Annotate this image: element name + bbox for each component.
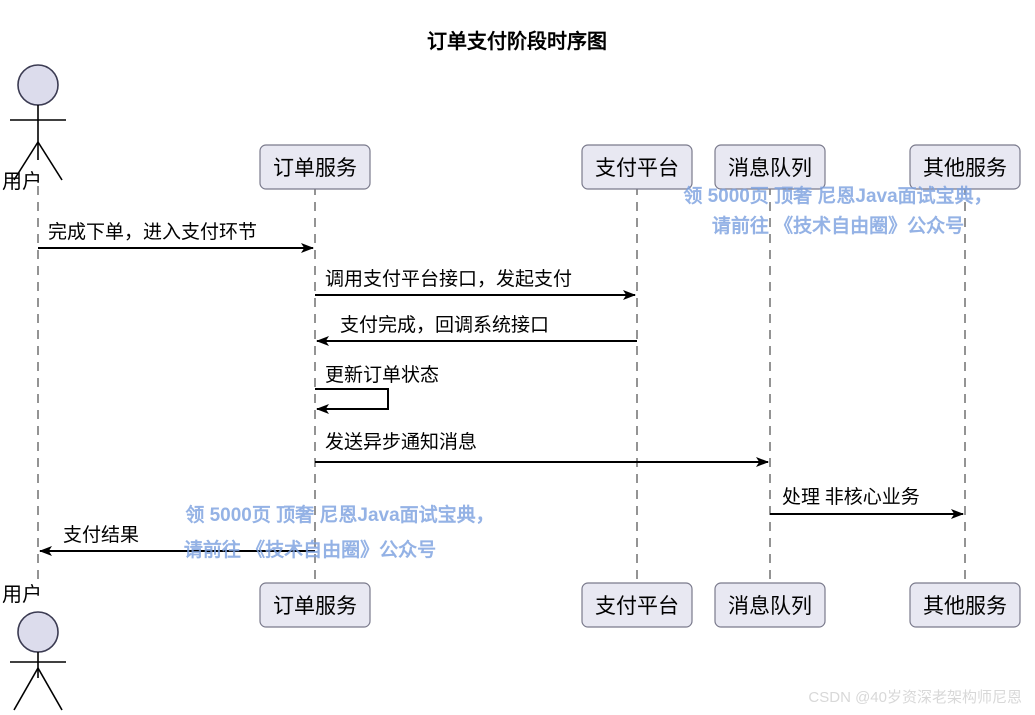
message-label: 完成下单，进入支付环节 [48,221,257,243]
actor-user-top: 用户 [2,64,66,193]
participant-mq-bottom[interactable]: 消息队列 [714,582,826,628]
participant-label-other-bottom: 其他服务 [923,594,1007,618]
watermark-promo-bottom: 领 5000页 顶奢 尼恩Java面试宝典， 请前往 《技术自由圈》公众号 [184,503,495,561]
participant-box[interactable] [581,582,693,628]
message-self-arrow [315,388,389,414]
watermark-promo-line2: 请前往 《技术自由圈》公众号 [712,214,964,237]
watermark-csdn-credit: CSDN @40岁资深老架构师尼恩 [808,689,1022,706]
watermark-promo-line2: 请前往 《技术自由圈》公众号 [184,538,436,561]
message-label: 支付完成，回调系统接口 [340,314,549,336]
participant-order-top[interactable]: 订单服务 [259,144,371,190]
participant-label-other-top: 其他服务 [923,156,1007,180]
watermark-promo-line1: 领 5000页 顶奢 尼恩Java面试宝典， [185,503,494,526]
participant-order-bottom[interactable]: 订单服务 [259,582,371,628]
participant-box[interactable] [714,144,826,190]
message-label: 更新订单状态 [325,364,439,386]
message-update-order-status: 更新订单状态 [315,364,439,414]
message-complete-order: 完成下单，进入支付环节 [38,221,314,253]
actor-leg-right-line [37,141,63,181]
actor-label-user-bottom: 用户 [2,583,42,606]
participant-mq-top[interactable]: 消息队列 [714,144,826,190]
participant-label-mq-top: 消息队列 [728,156,812,180]
participant-label-pay-top: 支付平台 [595,156,679,180]
actor-leg-left-line [13,667,39,711]
actor-head-icon [17,611,59,653]
participant-box[interactable] [909,582,1021,628]
participant-other-top[interactable]: 其他服务 [909,144,1021,190]
message-label: 处理 非核心业务 [782,486,920,508]
participant-label-order-bottom: 订单服务 [273,594,357,618]
message-handle-noncore-business: 处理 非核心业务 [770,486,964,519]
participant-box[interactable] [259,144,371,190]
message-label: 发送异步通知消息 [325,431,477,453]
participant-box[interactable] [259,582,371,628]
participant-label-pay-bottom: 支付平台 [595,594,679,618]
actor-label-user-top: 用户 [2,170,42,193]
actor-head-icon [17,64,59,106]
page-title: 订单支付阶段时序图 [427,29,607,53]
participant-label-order-top: 订单服务 [273,156,357,180]
participant-label-mq-bottom: 消息队列 [728,594,812,618]
watermark-promo-line1: 领 5000页 顶奢 尼恩Java面试宝典， [683,184,992,207]
actor-leg-left-line [13,141,39,181]
message-label: 支付结果 [63,524,139,546]
participant-other-bottom[interactable]: 其他服务 [909,582,1021,628]
message-send-async-notification: 发送异步通知消息 [315,431,769,467]
message-payment-result: 支付结果 [39,524,315,556]
participant-pay-bottom[interactable]: 支付平台 [581,582,693,628]
participant-box[interactable] [909,144,1021,190]
watermark-promo-top: 领 5000页 顶奢 尼恩Java面试宝典， 请前往 《技术自由圈》公众号 [683,184,992,237]
participant-box[interactable] [581,144,693,190]
participant-box[interactable] [714,582,826,628]
message-invoke-payment-api: 调用支付平台接口，发起支付 [315,268,636,300]
message-payment-callback: 支付完成，回调系统接口 [316,314,637,346]
actor-leg-right-line [37,667,63,711]
message-label: 调用支付平台接口，发起支付 [325,268,572,290]
participant-pay-top[interactable]: 支付平台 [581,144,693,190]
actor-user-bottom: 用户 [2,583,66,711]
